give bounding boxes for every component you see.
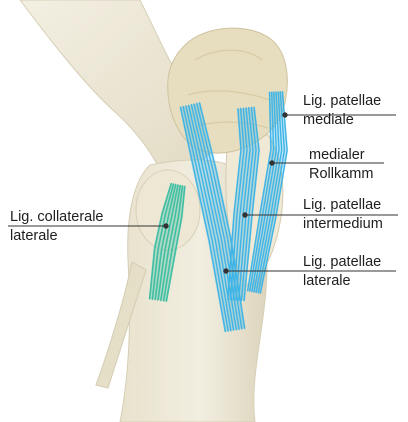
label-lig-patellae-intermedium-line1: Lig. patellae xyxy=(303,196,383,215)
label-lig-collaterale-laterale-line2: laterale xyxy=(10,227,104,246)
label-lig-patellae-mediale-line1: Lig. patellae xyxy=(303,92,381,111)
label-lig-patellae-laterale-line1: Lig. patellae xyxy=(303,253,381,272)
label-lig-patellae-laterale-line2: laterale xyxy=(303,272,381,291)
label-medialer-rollkamm-line2: Rollkamm xyxy=(309,165,373,184)
pointer-dot-rollkamm xyxy=(270,161,274,165)
pointer-dot-patellae-intermedium xyxy=(243,213,247,217)
label-lig-collaterale-laterale-line1: Lig. collaterale xyxy=(10,208,104,227)
pointer-dot-patellae-mediale xyxy=(283,113,287,117)
label-lig-collaterale-laterale: Lig. collaterale laterale xyxy=(10,208,104,246)
pointer-dot-patellae-laterale xyxy=(224,269,228,273)
label-lig-patellae-intermedium: Lig. patellae intermedium xyxy=(303,196,383,234)
label-lig-patellae-mediale-line2: mediale xyxy=(303,111,381,130)
label-lig-patellae-mediale: Lig. patellae mediale xyxy=(303,92,381,130)
pointer-dot-collaterale-laterale xyxy=(164,224,168,228)
label-medialer-rollkamm: medialer Rollkamm xyxy=(309,146,373,184)
label-medialer-rollkamm-line1: medialer xyxy=(309,146,373,165)
label-lig-patellae-laterale: Lig. patellae laterale xyxy=(303,253,381,291)
label-lig-patellae-intermedium-line2: intermedium xyxy=(303,215,383,234)
